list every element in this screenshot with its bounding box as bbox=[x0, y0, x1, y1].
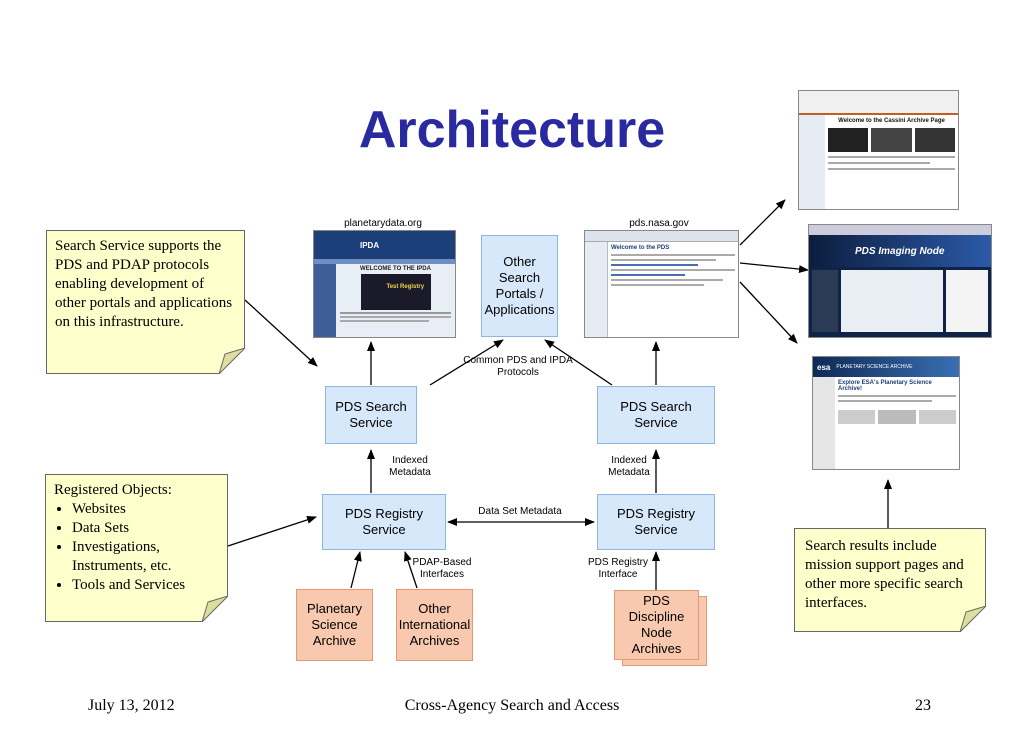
search-service-left: PDS Search Service bbox=[325, 386, 417, 444]
planetary-science-archive-box: Planetary Science Archive bbox=[296, 589, 373, 661]
slide-title: Architecture bbox=[358, 101, 666, 159]
list-item: Websites bbox=[72, 500, 219, 519]
cassini-website-thumbnail: Welcome to the Cassini Archive Page bbox=[798, 90, 959, 210]
other-international-archives-box: Other International Archives bbox=[396, 589, 473, 661]
list-item: Tools and Services bbox=[72, 576, 219, 595]
registry-service-left: PDS Registry Service bbox=[322, 494, 446, 550]
imaging-banner-text: PDS Imaging Node bbox=[855, 245, 945, 257]
note-search-results-text: Search results include mission support p… bbox=[805, 538, 964, 611]
esa-banner-text: PLANETARY SCIENCE ARCHIVE bbox=[836, 364, 913, 370]
ipda-test-registry-badge: Test Registry bbox=[386, 284, 425, 290]
search-service-right: PDS Search Service bbox=[597, 386, 715, 444]
pdap-interfaces-label: PDAP-Based Interfaces bbox=[412, 557, 472, 580]
pds-registry-interface-label: PDS Registry Interface bbox=[588, 557, 649, 580]
page-fold-icon bbox=[960, 606, 986, 632]
note-registered-heading: Registered Objects: bbox=[54, 482, 172, 498]
page-fold-icon bbox=[202, 596, 228, 622]
pds-website-thumbnail: Welcome to the PDS bbox=[584, 230, 739, 338]
indexed-metadata-right-label: Indexed Metadata bbox=[608, 455, 650, 478]
footer-date: July 13, 2012 bbox=[88, 697, 175, 714]
dataset-metadata-label: Data Set Metadata bbox=[478, 506, 562, 517]
other-portals-box: Other Search Portals / Applications bbox=[481, 235, 558, 337]
ipda-website-thumbnail: IPDA WELCOME TO THE IPDA Test Registry bbox=[313, 230, 456, 338]
page-fold-icon bbox=[219, 348, 245, 374]
protocols-label: Common PDS and IPDA Protocols bbox=[463, 355, 573, 378]
note-search-service: Search Service supports the PDS and PDAP… bbox=[46, 230, 245, 374]
list-item: Investigations, Instruments, etc. bbox=[72, 538, 219, 576]
ipda-welcome-text: WELCOME TO THE IPDA bbox=[360, 266, 431, 272]
cassini-welcome-text: Welcome to the Cassini Archive Page bbox=[838, 118, 945, 124]
note-search-service-text: Search Service supports the PDS and PDAP… bbox=[55, 238, 233, 330]
esa-logo: esa bbox=[817, 362, 831, 372]
esa-heading-text: Explore ESA's Planetary Science Archive! bbox=[838, 380, 932, 392]
esa-psa-website-thumbnail: esa PLANETARY SCIENCE ARCHIVE Explore ES… bbox=[812, 356, 960, 470]
registry-service-right: PDS Registry Service bbox=[597, 494, 715, 550]
indexed-metadata-left-label: Indexed Metadata bbox=[389, 455, 431, 478]
pds-nasa-caption: pds.nasa.gov bbox=[629, 218, 689, 229]
list-item: Data Sets bbox=[72, 519, 219, 538]
pds-imaging-website-thumbnail: PDS Imaging Node bbox=[808, 224, 992, 338]
page-number: 23 bbox=[915, 697, 931, 714]
ipda-header-text: IPDA bbox=[360, 240, 380, 250]
discipline-node-archives-box: PDS Discipline Node Archives bbox=[614, 590, 699, 660]
registered-objects-list: Websites Data Sets Investigations, Instr… bbox=[54, 500, 219, 595]
planetarydata-caption: planetarydata.org bbox=[344, 218, 422, 229]
footer-title: Cross-Agency Search and Access bbox=[404, 697, 620, 714]
pds-welcome-text: Welcome to the PDS bbox=[611, 245, 670, 251]
note-search-results: Search results include mission support p… bbox=[794, 528, 986, 632]
note-registered-objects: Registered Objects: Websites Data Sets I… bbox=[45, 474, 228, 622]
